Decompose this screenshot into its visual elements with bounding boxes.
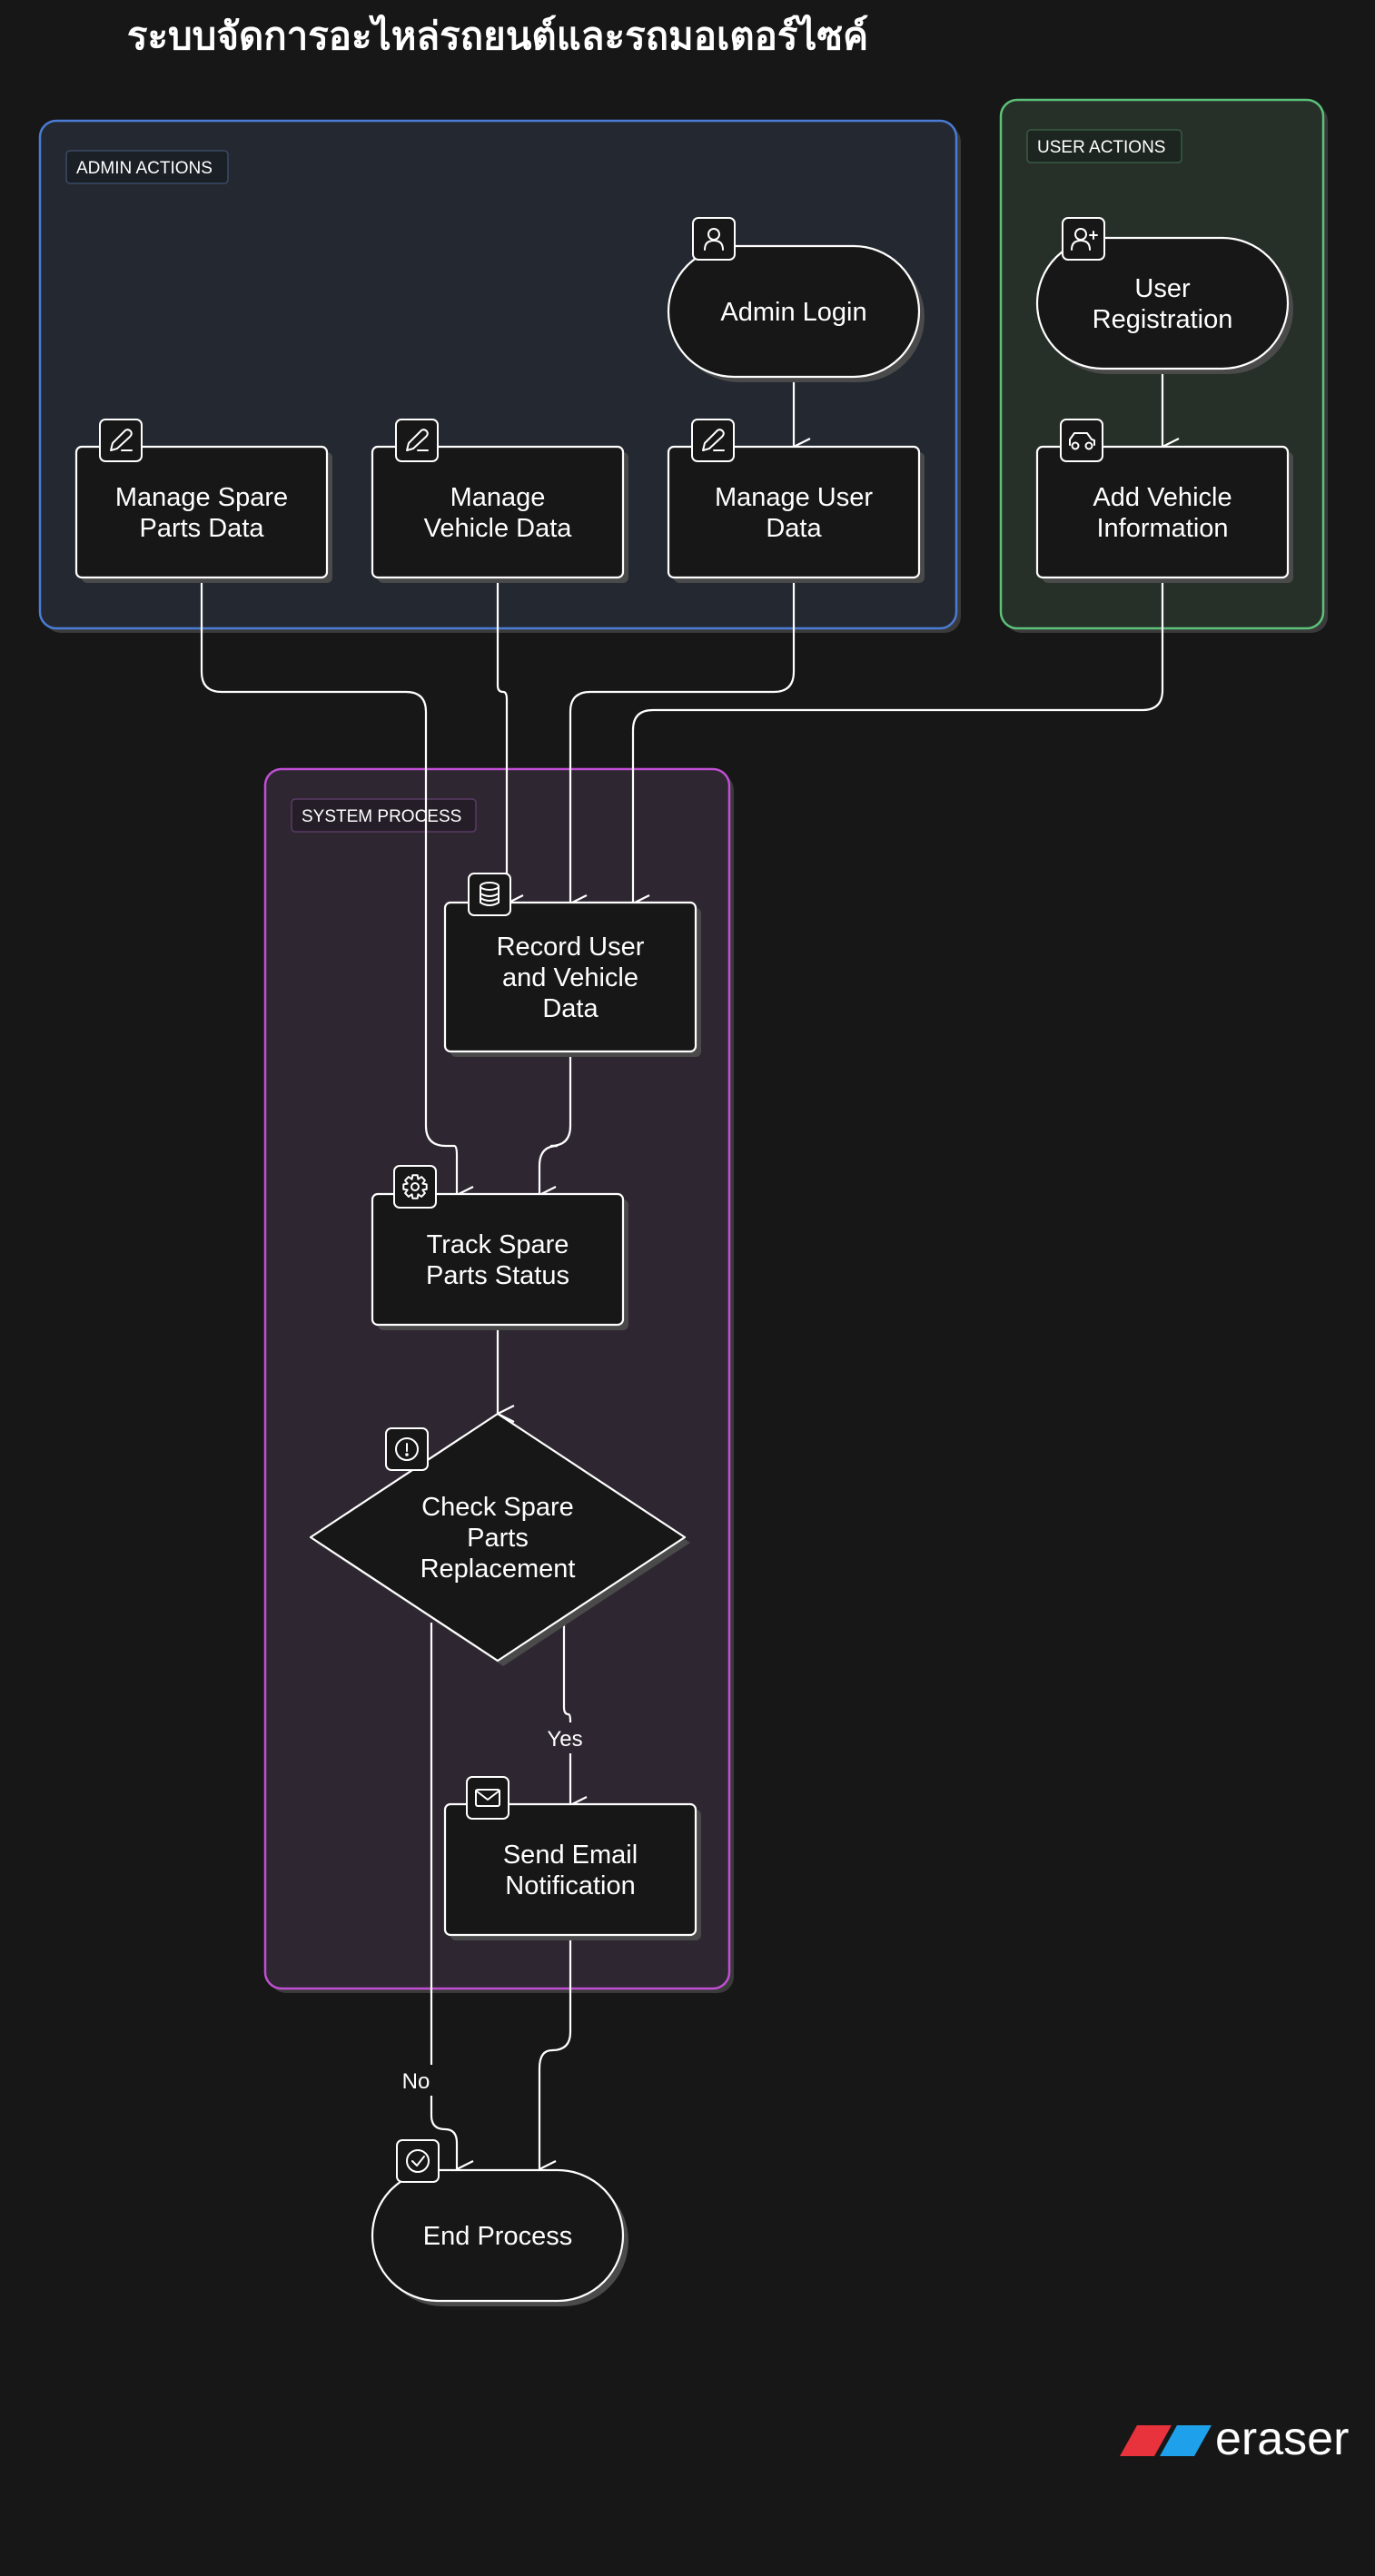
node-admin-login: Admin Login [667, 217, 925, 382]
edge-record-to-track [538, 1051, 572, 1195]
car-icon [1060, 419, 1103, 462]
logo-blue-mark [1160, 2425, 1212, 2456]
node-label-line: Track Spare [427, 1230, 569, 1259]
edge-manage-user-to-record [569, 577, 796, 903]
edge-add-vehicle-to-record [631, 577, 1164, 903]
node-label-line: Parts Status [426, 1261, 569, 1290]
edge-label-yes: Yes [541, 1722, 589, 1753]
node-label-line: End Process [423, 2222, 572, 2251]
edge-manage-vehicle-to-record [496, 577, 507, 903]
alert-icon [385, 1427, 429, 1471]
group-label-system: SYSTEM PROCESS [302, 807, 461, 826]
brand-name: eraser [1215, 2413, 1349, 2465]
edge-check-to-end-no [430, 1623, 457, 2169]
node-label-line: Admin Login [720, 298, 866, 327]
database-icon [468, 873, 511, 916]
edge-send-email-to-end [538, 1936, 572, 2169]
pencil-icon [99, 419, 143, 462]
gear-icon [393, 1165, 437, 1209]
node-label-line: Add Vehicle [1093, 483, 1232, 512]
diagram-title: ระบบจัดการอะไหล่รถยนต์และรถมอเตอร์ไซค์ [127, 14, 868, 57]
group-label-admin: ADMIN ACTIONS [76, 159, 213, 178]
eraser-logo: eraser [1120, 2413, 1349, 2465]
node-label-line: and Vehicle [502, 963, 638, 992]
edge-label-no: No [398, 2065, 436, 2096]
edge-label-yes-text: Yes [547, 1727, 582, 1752]
node-end-process: End Process [371, 2139, 628, 2306]
node-label-line: User [1134, 274, 1191, 303]
node-label-line: Parts [467, 1524, 529, 1553]
node-label-line: Send Email [503, 1841, 638, 1870]
node-label-line: Check Spare [421, 1493, 574, 1522]
group-label-user: USER ACTIONS [1037, 138, 1165, 157]
pencil-icon [395, 419, 439, 462]
node-label-line: Replacement [420, 1554, 576, 1584]
node-label-line: Manage User [715, 483, 873, 512]
node-label-line: Notification [505, 1871, 635, 1900]
node-label-line: Information [1096, 514, 1228, 543]
user-icon [692, 217, 736, 261]
mail-icon [466, 1776, 509, 1820]
user-plus-icon [1062, 217, 1105, 261]
node-label-line: Manage Spare [115, 483, 288, 512]
pencil-icon [691, 419, 735, 462]
logo-red-mark [1120, 2425, 1172, 2456]
edge-manage-spare-parts-to-track [200, 577, 457, 1195]
node-label-line: Parts Data [140, 514, 265, 543]
node-label-line: Data [766, 514, 822, 543]
node-label-line: Registration [1093, 305, 1233, 334]
edge-check-to-send-email-yes [562, 1623, 570, 1805]
edge-label-no-text: No [402, 2069, 430, 2094]
check-circle-icon [396, 2139, 440, 2183]
node-label-line: Vehicle Data [424, 514, 573, 543]
edges [200, 369, 1164, 2169]
node-label-line: Manage [450, 483, 546, 512]
node-label-line: Data [542, 994, 598, 1023]
node-label-line: Record User [497, 933, 645, 962]
